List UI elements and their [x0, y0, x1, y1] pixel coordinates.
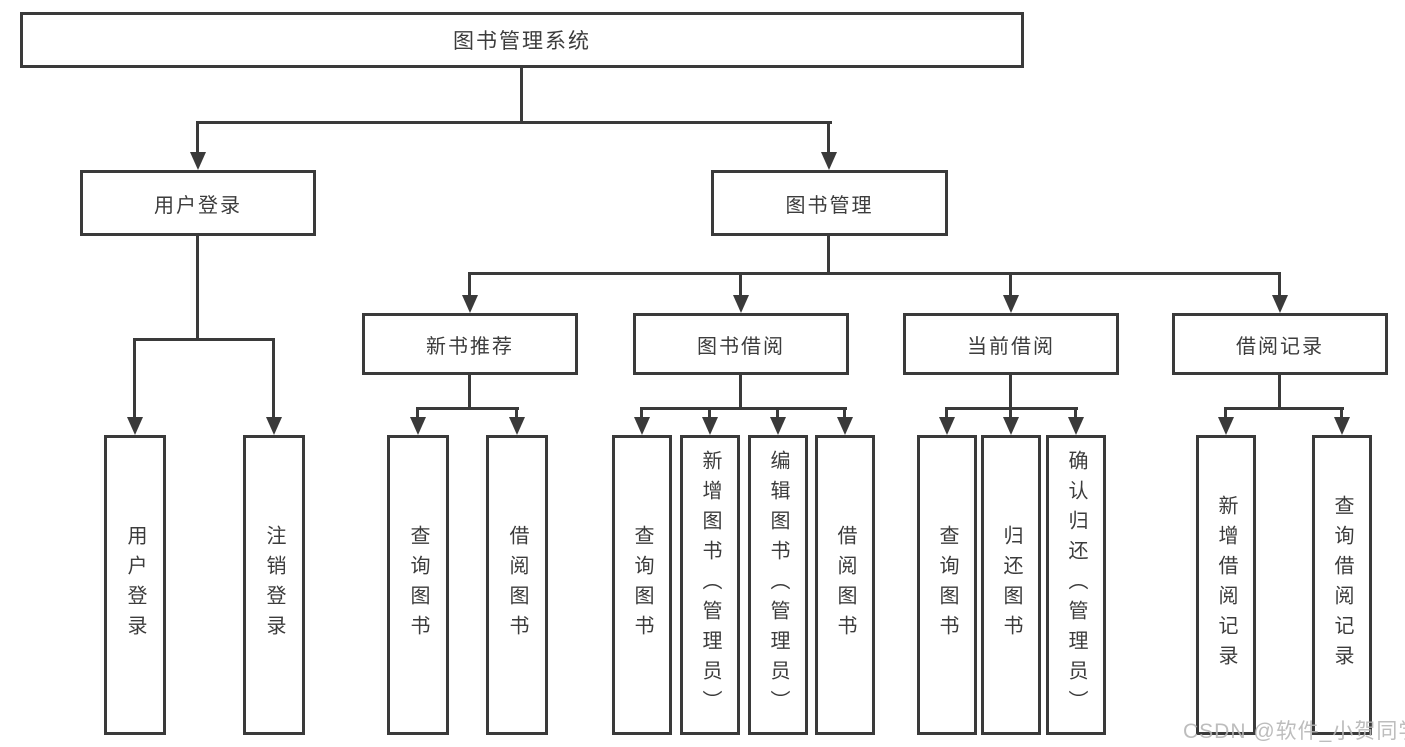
connector-drop — [416, 407, 419, 419]
connector-stem — [468, 375, 471, 407]
connector-stem — [196, 236, 199, 338]
leaf-query-books-current: 查询图书 — [917, 435, 977, 735]
leaf-logout-label: 注销登录 — [263, 525, 285, 645]
connector-drop — [640, 407, 643, 419]
arrow-down-icon — [509, 417, 525, 435]
connector-stem — [1009, 375, 1012, 407]
leaf-edit-book-admin-label: 编辑图书（管理员） — [767, 450, 789, 720]
arrow-down-icon — [939, 417, 955, 435]
connector-drop — [1278, 272, 1281, 297]
leaf-return-book: 归还图书 — [981, 435, 1041, 735]
connector-bar — [1224, 407, 1344, 410]
connector-drop — [515, 407, 518, 419]
connector-drop — [843, 407, 846, 419]
leaf-edit-book-admin: 编辑图书（管理员） — [748, 435, 808, 735]
connector-drop — [196, 121, 199, 154]
connector-drop — [776, 407, 779, 419]
connector-drop — [468, 272, 471, 297]
arrow-down-icon — [702, 417, 718, 435]
arrow-down-icon — [410, 417, 426, 435]
connector-stem — [827, 236, 830, 272]
connector-bar — [468, 272, 1281, 275]
node-library-system: 图书管理系统 — [20, 12, 1024, 68]
connector-drop — [1009, 407, 1012, 419]
arrow-down-icon — [1334, 417, 1350, 435]
connector-bar — [640, 407, 847, 410]
connector-bar — [196, 121, 832, 124]
leaf-user-login: 用户登录 — [104, 435, 166, 735]
node-new-book-recommend-label: 新书推荐 — [426, 335, 514, 358]
leaf-borrow-books-label: 借阅图书 — [834, 525, 856, 645]
leaf-query-books-borrowing-label: 查询图书 — [631, 525, 653, 645]
node-book-management-label: 图书管理 — [785, 194, 874, 217]
arrow-down-icon — [770, 417, 786, 435]
node-library-system-label: 图书管理系统 — [453, 30, 591, 53]
leaf-query-borrow-record: 查询借阅记录 — [1312, 435, 1372, 735]
node-book-management: 图书管理 — [711, 170, 948, 236]
leaf-add-borrow-record: 新增借阅记录 — [1196, 435, 1256, 735]
leaf-confirm-return-admin-label: 确认归还（管理员） — [1065, 450, 1087, 720]
leaf-query-books-recommend: 查询图书 — [387, 435, 449, 735]
arrow-down-icon — [266, 417, 282, 435]
node-borrowing-records: 借阅记录 — [1172, 313, 1388, 375]
connector-stem — [739, 375, 742, 407]
connector-drop — [1340, 407, 1343, 419]
node-book-borrowing-label: 图书借阅 — [697, 335, 785, 358]
arrow-down-icon — [821, 152, 837, 170]
connector-bar — [416, 407, 519, 410]
node-new-book-recommend: 新书推荐 — [362, 313, 578, 375]
arrow-down-icon — [634, 417, 650, 435]
arrow-down-icon — [127, 417, 143, 435]
connector-drop — [945, 407, 948, 419]
leaf-add-book-admin: 新增图书（管理员） — [680, 435, 740, 735]
leaf-add-book-admin-label: 新增图书（管理员） — [699, 450, 721, 720]
connector-drop — [1224, 407, 1227, 419]
connector-drop — [1009, 272, 1012, 297]
arrow-down-icon — [733, 295, 749, 313]
connector-drop — [1074, 407, 1077, 419]
node-current-borrowing-label: 当前借阅 — [967, 335, 1055, 358]
leaf-user-login-label: 用户登录 — [124, 525, 146, 645]
arrow-down-icon — [190, 152, 206, 170]
arrow-down-icon — [1272, 295, 1288, 313]
connector-drop — [133, 338, 136, 419]
arrow-down-icon — [1068, 417, 1084, 435]
node-user-login-label: 用户登录 — [154, 194, 242, 217]
arrow-down-icon — [1218, 417, 1234, 435]
arrow-down-icon — [1003, 417, 1019, 435]
leaf-confirm-return-admin: 确认归还（管理员） — [1046, 435, 1106, 735]
node-borrowing-records-label: 借阅记录 — [1236, 335, 1324, 358]
leaf-query-books-recommend-label: 查询图书 — [407, 525, 429, 645]
connector-drop — [827, 121, 830, 154]
leaf-borrow-books: 借阅图书 — [815, 435, 875, 735]
connector-drop — [739, 272, 742, 297]
connector-drop — [708, 407, 711, 419]
node-book-borrowing: 图书借阅 — [633, 313, 849, 375]
connector-drop — [272, 338, 275, 419]
arrow-down-icon — [837, 417, 853, 435]
leaf-query-borrow-record-label: 查询借阅记录 — [1331, 495, 1353, 675]
leaf-return-book-label: 归还图书 — [1000, 525, 1022, 645]
csdn-watermark: CSDN @软件_小贺同学 — [1183, 720, 1405, 743]
connector-stem — [1278, 375, 1281, 407]
leaf-query-books-current-label: 查询图书 — [936, 525, 958, 645]
leaf-query-books-borrowing: 查询图书 — [612, 435, 672, 735]
arrow-down-icon — [462, 295, 478, 313]
node-user-login: 用户登录 — [80, 170, 316, 236]
node-current-borrowing: 当前借阅 — [903, 313, 1119, 375]
connector-bar — [133, 338, 275, 341]
leaf-add-borrow-record-label: 新增借阅记录 — [1215, 495, 1237, 675]
leaf-borrow-books-recommend: 借阅图书 — [486, 435, 548, 735]
arrow-down-icon — [1003, 295, 1019, 313]
connector-stem — [520, 68, 523, 121]
leaf-borrow-books-recommend-label: 借阅图书 — [506, 525, 528, 645]
leaf-logout: 注销登录 — [243, 435, 305, 735]
